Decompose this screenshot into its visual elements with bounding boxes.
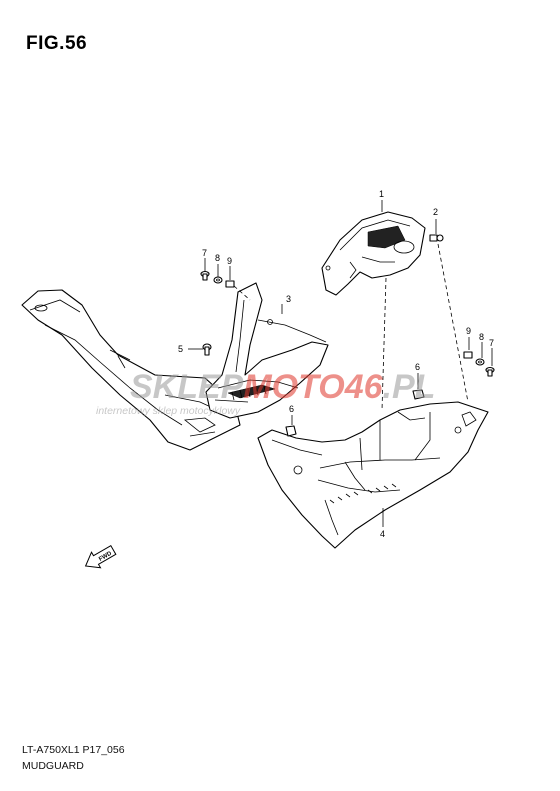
clip-6-right — [412, 389, 425, 400]
callout-3: 3 — [286, 294, 291, 304]
forward-arrow-icon: FWD — [84, 544, 117, 569]
watermark: SKLEPMOTO46.PL internetowy sklep motocyk… — [96, 368, 435, 417]
left-inner-panel — [205, 282, 329, 419]
washer-8-right — [475, 358, 485, 366]
callout-1: 1 — [379, 189, 384, 199]
callout-9-right: 9 — [466, 326, 471, 336]
bolt-5 — [202, 343, 212, 356]
screw-7-right — [485, 366, 495, 377]
callout-9-left: 9 — [227, 256, 232, 266]
watermark-part2: MOTO46 — [243, 368, 383, 406]
callout-6-lower: 6 — [289, 404, 294, 414]
clip-6-lower — [285, 425, 297, 437]
left-mudguard — [21, 289, 241, 451]
callout-2: 2 — [433, 207, 438, 217]
section-name: MUDGUARD — [22, 760, 84, 772]
washer-8-left — [213, 276, 223, 284]
watermark-part1: SKLEP — [130, 368, 244, 406]
callout-6-right: 6 — [415, 362, 420, 372]
screw-2 — [429, 234, 444, 242]
figure-title: FIG.56 — [26, 33, 88, 54]
screw-7-left — [200, 270, 210, 281]
callout-8-left: 8 — [215, 253, 220, 263]
watermark-part3: .PL — [383, 368, 436, 406]
svg-text:SKLEPMOTO46.PL: SKLEPMOTO46.PL — [130, 368, 435, 406]
callout-4: 4 — [380, 529, 385, 539]
callout-7-right: 7 — [489, 338, 494, 348]
callout-5: 5 — [178, 344, 183, 354]
callout-7-left: 7 — [202, 248, 207, 258]
model-code: LT-A750XL1 P17_056 — [22, 744, 125, 756]
leader-lines — [188, 200, 493, 527]
upper-cover — [321, 211, 426, 296]
nut-9-left — [225, 280, 235, 288]
callout-8-right: 8 — [479, 332, 484, 342]
right-mudguard — [257, 401, 489, 549]
watermark-subtitle: internetowy sklep motocyklowy — [96, 405, 241, 417]
nut-9-right — [463, 351, 473, 359]
